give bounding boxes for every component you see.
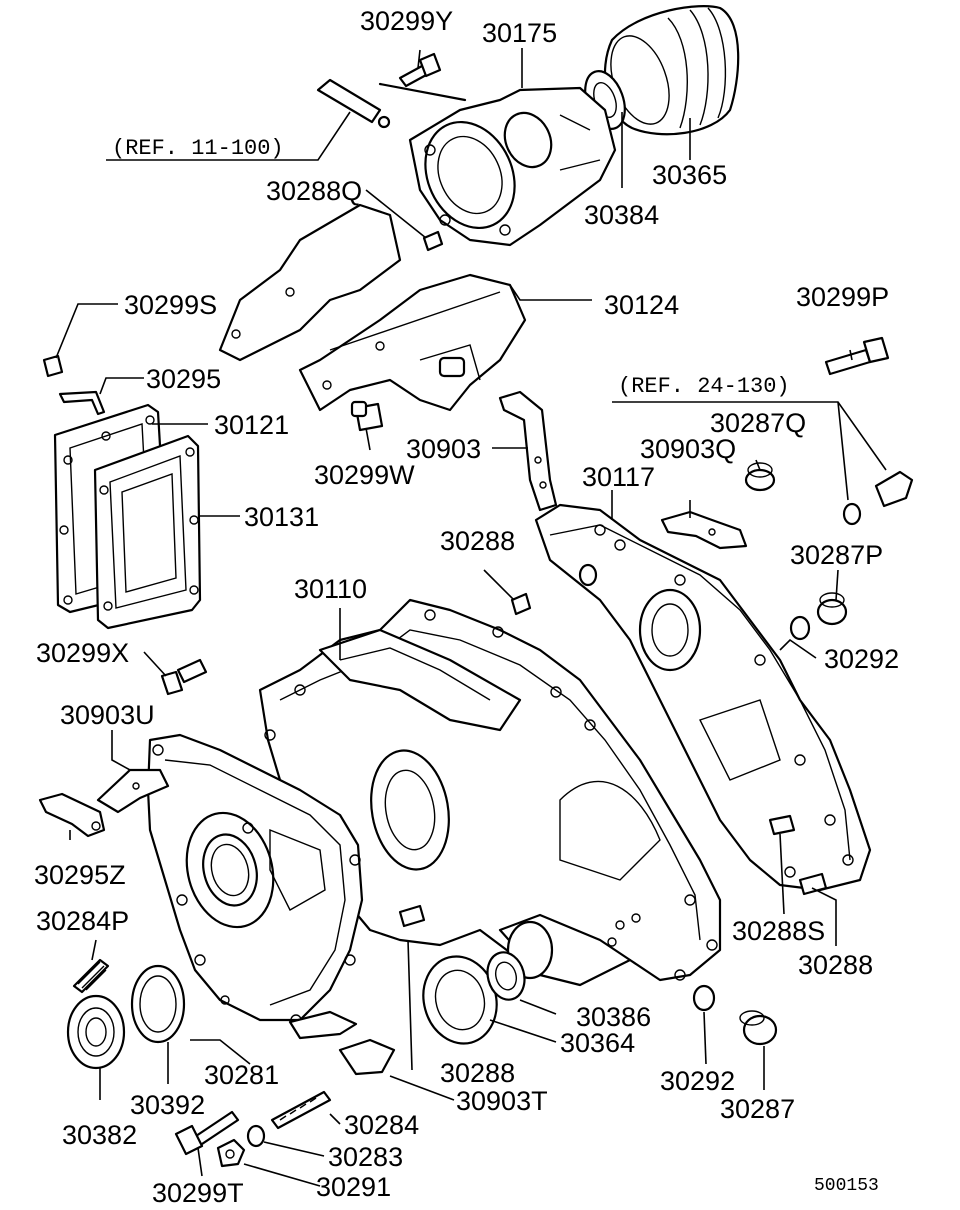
label-30110: 30110 xyxy=(294,574,367,604)
label-30124: 30124 xyxy=(604,290,679,320)
part-30284P-stud xyxy=(72,958,110,994)
part-bracket-upper xyxy=(218,203,402,362)
label-30299Y: 30299Y xyxy=(360,6,453,36)
label-30295: 30295 xyxy=(146,364,221,394)
label-30284: 30284 xyxy=(344,1110,419,1140)
part-30288S-pin xyxy=(768,814,796,836)
leader-lines xyxy=(55,48,853,1187)
part-30299Y-bolt xyxy=(398,52,442,88)
label-30284P: 30284P xyxy=(36,906,129,936)
label-30281: 30281 xyxy=(204,1060,279,1090)
label-30299T: 30299T xyxy=(152,1178,244,1208)
label-30382: 30382 xyxy=(62,1120,137,1150)
part-30124-cover xyxy=(298,273,527,412)
part-30292-washer-upper xyxy=(789,615,811,641)
label-30292-lower: 30292 xyxy=(660,1066,735,1096)
drawing-code: 500153 xyxy=(814,1176,879,1196)
label-30291: 30291 xyxy=(316,1172,391,1202)
label-30292-upper: 30292 xyxy=(824,644,899,674)
label-30903: 30903 xyxy=(406,434,481,464)
part-30287Q-plug xyxy=(744,462,776,492)
label-30365: 30365 xyxy=(652,160,727,190)
part-30382-seal xyxy=(66,994,126,1070)
part-30117-transfer-case xyxy=(534,503,872,892)
label-30384: 30384 xyxy=(584,200,659,230)
part-30365-boot xyxy=(603,5,740,136)
label-30299X: 30299X xyxy=(36,638,129,668)
part-sensor-ref-24-130 xyxy=(842,470,914,526)
label-30121: 30121 xyxy=(214,410,289,440)
label-30131: 30131 xyxy=(244,502,319,532)
part-30291-nut xyxy=(216,1138,246,1168)
part-30283-washer xyxy=(246,1124,266,1148)
part-30292-washer-lower xyxy=(692,984,716,1012)
part-30903Q-bracket xyxy=(660,510,748,550)
part-30284-stud xyxy=(270,1090,332,1130)
part-30110-main-case xyxy=(258,598,722,987)
label-30288-upper: 30288 xyxy=(440,526,515,556)
label-30117: 30117 xyxy=(582,462,655,492)
label-30288S: 30288S xyxy=(732,916,825,946)
label-30287Q: 30287Q xyxy=(710,408,806,438)
ref-label-11-100: (REF. 11-100) xyxy=(112,136,284,161)
sealant-tube xyxy=(316,78,467,129)
part-30288-pin-center xyxy=(398,904,426,928)
label-30288-center: 30288 xyxy=(440,1058,515,1088)
label-30903Q: 30903Q xyxy=(640,434,736,464)
label-30903U: 30903U xyxy=(60,700,155,730)
part-30392-shim xyxy=(130,964,186,1044)
part-labels: 30299Y 30175 30365 30384 30288Q 30124 30… xyxy=(34,6,899,1208)
label-30299W: 30299W xyxy=(314,460,415,490)
part-30281-front-case xyxy=(146,733,364,1026)
part-30287P-plug xyxy=(816,592,848,626)
part-30175-extension-housing xyxy=(408,86,617,247)
part-30288-pin-upper xyxy=(510,592,532,616)
part-30299P-bolt xyxy=(824,336,890,376)
part-30295-bracket xyxy=(58,390,106,416)
ref-label-24-130: (REF. 24-130) xyxy=(618,374,790,399)
part-30903-bracket xyxy=(498,390,558,512)
label-30287P: 30287P xyxy=(790,540,883,570)
part-30299T-bolt xyxy=(174,1110,240,1156)
label-30392: 30392 xyxy=(130,1090,205,1120)
label-30283: 30283 xyxy=(328,1142,403,1172)
part-30131-gasket xyxy=(93,434,202,630)
ref-11-100-leader xyxy=(106,111,351,161)
part-30295Z-bracket xyxy=(38,792,106,838)
label-30288-right: 30288 xyxy=(798,950,873,980)
part-30299X-bolt xyxy=(160,658,208,696)
label-30299P: 30299P xyxy=(796,282,889,312)
label-30903T: 30903T xyxy=(456,1086,548,1116)
part-30288-pin-right xyxy=(798,872,828,896)
label-30364: 30364 xyxy=(560,1028,635,1058)
label-30287: 30287 xyxy=(720,1094,795,1124)
label-30299S: 30299S xyxy=(124,290,217,320)
label-30288Q: 30288Q xyxy=(266,176,362,206)
part-30287-plug xyxy=(739,1010,778,1046)
label-30175: 30175 xyxy=(482,18,557,48)
part-30903T-bracket xyxy=(288,1010,396,1076)
label-30295Z: 30295Z xyxy=(34,860,126,890)
label-30386: 30386 xyxy=(576,1002,651,1032)
part-30288Q-pin xyxy=(422,230,444,252)
part-30299S-bolt xyxy=(42,354,64,378)
part-30386-seal xyxy=(486,951,526,1001)
part-30364-boot xyxy=(422,955,498,1045)
ref-24-130-leader xyxy=(612,401,887,501)
part-30299W-bolt xyxy=(350,400,384,432)
